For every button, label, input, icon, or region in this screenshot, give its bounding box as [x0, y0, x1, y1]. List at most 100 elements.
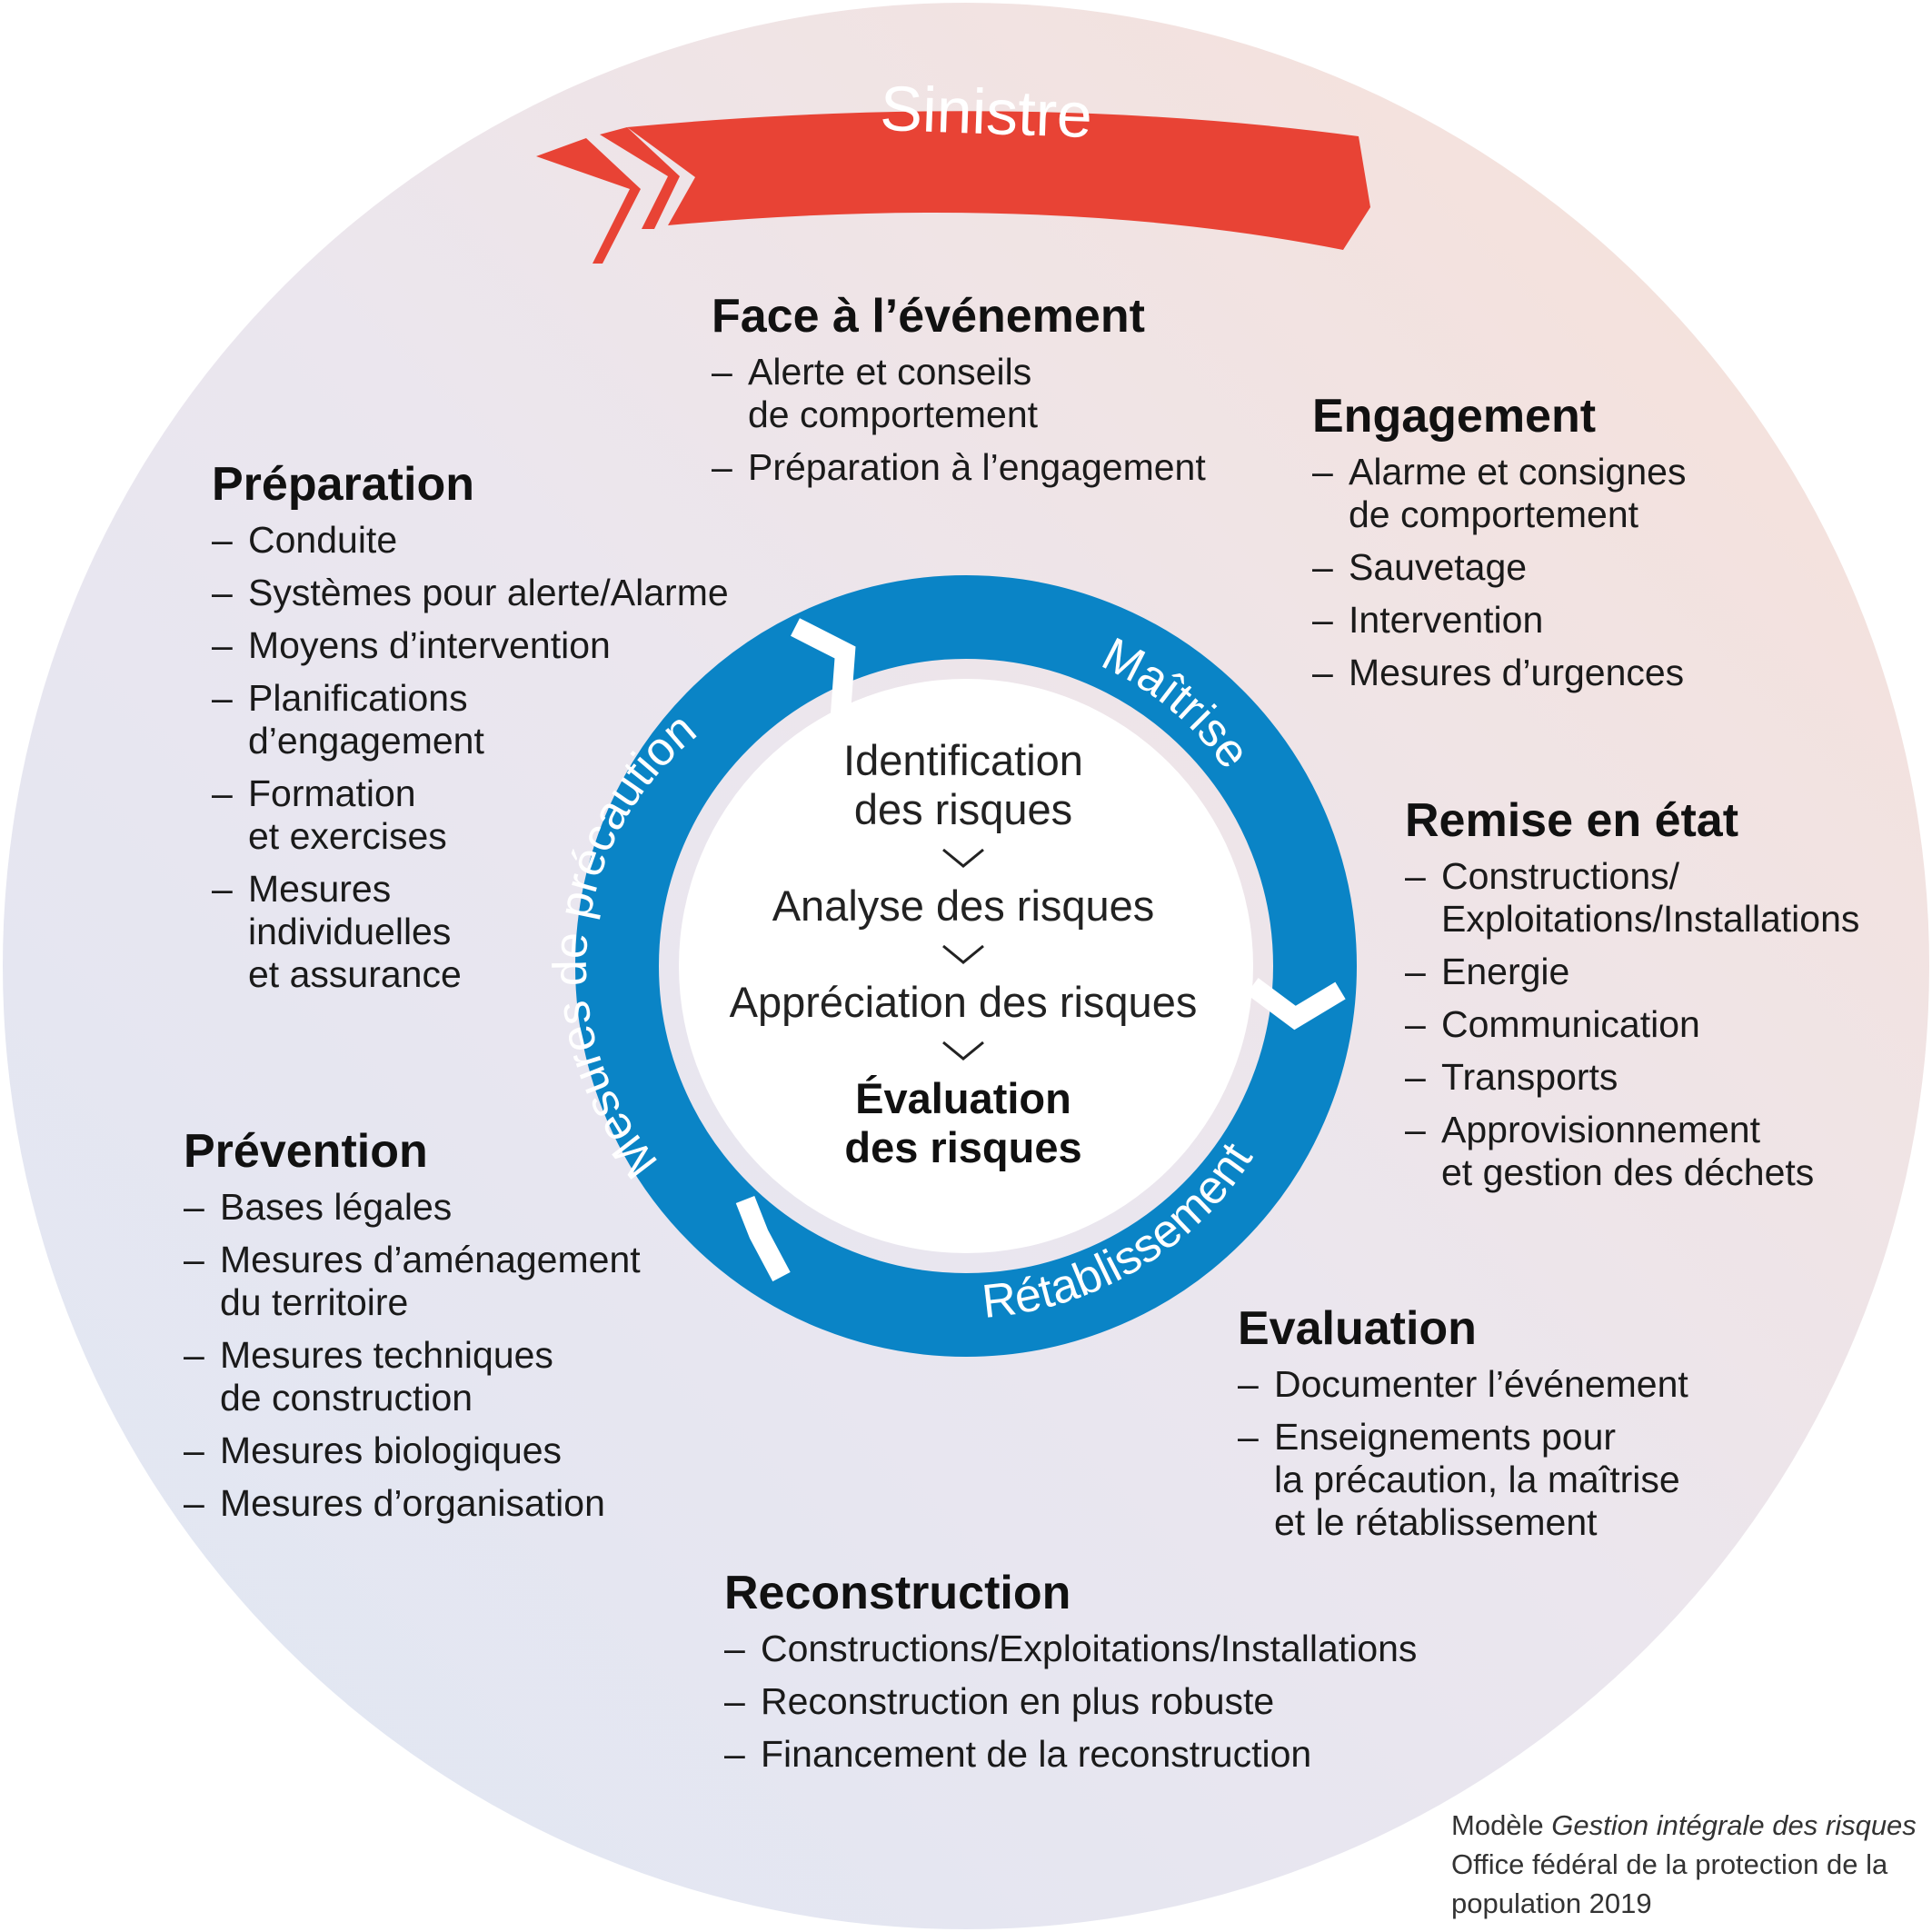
list-item-line: Approvisionnement — [1441, 1109, 1760, 1150]
section-title: Evaluation — [1238, 1302, 1477, 1355]
list-item: Systèmes pour alerte/Alarme — [212, 572, 729, 614]
list-item: Intervention — [1312, 599, 1686, 642]
list-item: Conduite — [212, 519, 729, 562]
center-step: Identification des risques — [843, 736, 1083, 833]
list-item-line: Formation — [248, 772, 416, 814]
section-preparation: Préparation ConduiteSystèmes pour alerte… — [212, 457, 729, 1006]
list-item-line: du territoire — [220, 1281, 409, 1323]
section-title: Préparation — [212, 458, 474, 511]
chevron-down-icon — [686, 834, 1240, 881]
list-item-line: Alarme et consignes — [1349, 451, 1687, 493]
list-item-line: Transports — [1441, 1056, 1618, 1098]
section-list: Documenter l’événementEnseignements pour… — [1238, 1363, 1688, 1544]
list-item-line: Mesures d’aménagement — [220, 1239, 641, 1280]
list-item: Sauvetage — [1312, 546, 1686, 589]
list-item-line: Constructions/ — [1441, 855, 1680, 897]
list-item-line: et exercises — [248, 815, 447, 857]
list-item: Mesures d’urgences — [1312, 652, 1686, 694]
list-item-line: Systèmes pour alerte/Alarme — [248, 572, 729, 613]
list-item: Constructions/Exploitations/Installation… — [1405, 855, 1859, 941]
list-item-line: Mesures — [248, 868, 392, 910]
banner-ribbon — [627, 111, 1370, 250]
banner-label: Sinistre — [879, 73, 1093, 151]
list-item-line: Constructions/Exploitations/Installation… — [761, 1628, 1418, 1669]
banner-chevron-icon — [536, 138, 641, 264]
list-item: Financement de la reconstruction — [724, 1733, 1417, 1776]
list-item-line: Enseignements pour — [1274, 1416, 1617, 1458]
list-item-line: individuelles — [248, 911, 452, 952]
list-item: Préparation à l’engagement — [712, 446, 1206, 489]
list-item: Mesures d’organisation — [184, 1482, 641, 1525]
list-item-line: Planifications — [248, 677, 468, 719]
section-face-evenement: Face à l’événement Alerte et conseilsde … — [712, 289, 1206, 499]
section-remise-en-etat: Remise en état Constructions/Exploitatio… — [1405, 793, 1859, 1204]
credit-line: population 2019 — [1451, 1887, 1652, 1919]
section-title: Prévention — [184, 1125, 428, 1178]
list-item-line: Moyens d’intervention — [248, 624, 611, 666]
list-item-line: Intervention — [1349, 599, 1544, 641]
ring-divider — [1246, 978, 1346, 1031]
sinistre-banner: Sinistre — [536, 73, 1370, 264]
list-item: Transports — [1405, 1056, 1859, 1099]
risk-assessment-steps: Identification des risques Analyse des r… — [686, 736, 1240, 1172]
list-item-line: Mesures biologiques — [220, 1429, 563, 1471]
list-item-line: Préparation à l’engagement — [748, 446, 1206, 488]
list-item: Mesures biologiques — [184, 1429, 641, 1472]
section-list: Constructions/Exploitations/Installation… — [1405, 855, 1859, 1194]
list-item-line: Documenter l’événement — [1274, 1363, 1688, 1405]
ring-divider — [791, 618, 856, 714]
list-item-line: et le rétablissement — [1274, 1501, 1598, 1543]
section-evaluation: Evaluation Documenter l’événementEnseign… — [1238, 1301, 1688, 1554]
list-item-line: Mesures d’organisation — [220, 1482, 605, 1524]
list-item: Communication — [1405, 1003, 1859, 1046]
list-item-line: de comportement — [1349, 493, 1639, 535]
ring-inner-disc — [679, 679, 1253, 1253]
section-title: Engagement — [1312, 390, 1597, 443]
section-prevention: Prévention Bases légalesMesures d’aménag… — [184, 1124, 641, 1535]
list-item-line: Exploitations/Installations — [1441, 898, 1860, 940]
center-step: Appréciation des risques — [729, 978, 1198, 1026]
center-step-final: Évaluation des risques — [844, 1074, 1082, 1171]
list-item-line: Energie — [1441, 951, 1570, 992]
banner-chevron-icon — [600, 127, 680, 229]
list-item: Documenter l’événement — [1238, 1363, 1688, 1406]
center-step: Analyse des risques — [772, 881, 1155, 930]
source-credit: Modèle Gestion intégrale des risques Off… — [1451, 1808, 1917, 1926]
list-item-line: et gestion des déchets — [1441, 1151, 1815, 1193]
list-item-line: Conduite — [248, 519, 398, 561]
list-item-line: Mesures techniques — [220, 1334, 553, 1376]
chevron-down-icon — [686, 1027, 1240, 1074]
credit-line: Office fédéral de la protection de la — [1451, 1848, 1888, 1880]
list-item-line: et assurance — [248, 953, 462, 995]
list-item: Reconstruction en plus robuste — [724, 1680, 1417, 1723]
list-item: Constructions/Exploitations/Installation… — [724, 1628, 1417, 1670]
ring-divider — [735, 1195, 791, 1282]
credit-line: Modèle Gestion intégrale des risques — [1451, 1809, 1917, 1841]
section-title: Face à l’événement — [712, 290, 1145, 343]
list-item: Moyens d’intervention — [212, 624, 729, 667]
list-item-line: de construction — [220, 1377, 473, 1419]
section-title: Remise en état — [1405, 794, 1739, 847]
list-item: Energie — [1405, 951, 1859, 993]
section-reconstruction: Reconstruction Constructions/Exploitatio… — [724, 1566, 1417, 1786]
section-list: ConduiteSystèmes pour alerte/AlarmeMoyen… — [212, 519, 729, 996]
list-item-line: Sauvetage — [1349, 546, 1528, 588]
list-item-line: Communication — [1441, 1003, 1700, 1045]
list-item-line: Financement de la reconstruction — [761, 1733, 1312, 1775]
section-list: Constructions/Exploitations/Installation… — [724, 1628, 1417, 1776]
section-title: Reconstruction — [724, 1567, 1071, 1619]
list-item-line: Alerte et conseils — [748, 351, 1032, 393]
list-item-line: de comportement — [748, 393, 1039, 435]
